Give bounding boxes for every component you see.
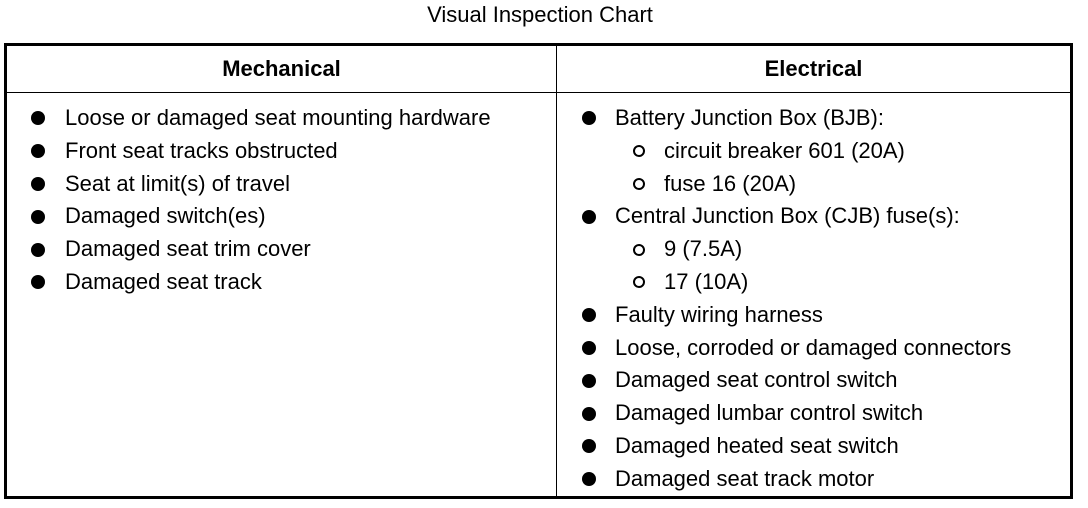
list-item: Central Junction Box (CJB) fuse(s): (557, 200, 1070, 233)
electrical-header: Electrical (557, 46, 1070, 93)
item-text: Seat at limit(s) of travel (65, 170, 290, 196)
item-text: Damaged switch(es) (65, 203, 266, 229)
filled-circle-bullet-icon (582, 406, 596, 421)
item-text: 9 (7.5A) (664, 236, 743, 262)
item-text: Central Junction Box (CJB) fuse(s): (615, 203, 960, 229)
list-item: Loose, corroded or damaged connectors (557, 332, 1070, 365)
item-text: Damaged seat track motor (615, 465, 875, 491)
hollow-circle-bullet-icon (633, 145, 645, 158)
item-text: Damaged seat track (65, 268, 262, 294)
item-text: Front seat tracks obstructed (65, 137, 338, 163)
filled-circle-bullet-icon (31, 144, 45, 159)
list-item: Damaged heated seat switch (557, 430, 1070, 463)
item-text: Loose, corroded or damaged connectors (615, 334, 1012, 360)
hollow-circle-bullet-icon (633, 177, 645, 190)
item-text: Damaged seat trim cover (65, 236, 311, 262)
mechanical-column: Mechanical Loose or damaged seat mountin… (7, 46, 557, 496)
hollow-circle-bullet-icon (633, 276, 645, 289)
sub-list-item: circuit breaker 601 (20A) (557, 135, 1070, 168)
list-item: Damaged seat trim cover (7, 233, 556, 266)
item-text: Faulty wiring harness (615, 301, 823, 327)
list-item: Damaged seat control switch (557, 364, 1070, 397)
item-text: Damaged seat control switch (615, 367, 898, 393)
list-item: Battery Junction Box (BJB): (557, 102, 1070, 135)
item-text: circuit breaker 601 (20A) (664, 137, 905, 163)
item-text: fuse 16 (20A) (664, 170, 797, 196)
list-item: Loose or damaged seat mounting hardware (7, 102, 556, 135)
item-text: Battery Junction Box (BJB): (615, 105, 884, 130)
inspection-table: Mechanical Loose or damaged seat mountin… (4, 43, 1073, 499)
electrical-list: Battery Junction Box (BJB): circuit break… (557, 102, 1070, 496)
filled-circle-bullet-icon (31, 111, 45, 126)
filled-circle-bullet-icon (582, 439, 596, 454)
filled-circle-bullet-icon (582, 308, 596, 323)
electrical-column: Electrical Battery Junction Box (BJB): ci… (557, 46, 1070, 496)
list-item: Damaged lumbar control switch (557, 397, 1070, 430)
filled-circle-bullet-icon (582, 472, 596, 487)
item-text: Loose or damaged seat mounting hardware (65, 105, 491, 130)
list-item: Faulty wiring harness (557, 299, 1070, 332)
filled-circle-bullet-icon (31, 176, 45, 191)
item-text: Damaged lumbar control switch (615, 400, 924, 426)
chart-title: Visual Inspection Chart (427, 2, 653, 27)
mechanical-header: Mechanical (7, 46, 556, 93)
filled-circle-bullet-icon (31, 242, 45, 257)
list-item: Damaged seat track (7, 266, 556, 299)
list-item: Front seat tracks obstructed (7, 135, 556, 168)
filled-circle-bullet-icon (582, 209, 596, 224)
filled-circle-bullet-icon (31, 275, 45, 290)
filled-circle-bullet-icon (582, 340, 596, 355)
filled-circle-bullet-icon (582, 111, 596, 126)
item-text: Damaged heated seat switch (615, 432, 899, 458)
sub-list-item: 9 (7.5A) (557, 233, 1070, 266)
filled-circle-bullet-icon (31, 209, 45, 224)
list-item: Damaged seat track motor (557, 463, 1070, 496)
item-text: 17 (10A) (664, 268, 749, 294)
hollow-circle-bullet-icon (633, 243, 645, 256)
sub-list-item: 17 (10A) (557, 266, 1070, 299)
list-item: Damaged switch(es) (7, 200, 556, 233)
filled-circle-bullet-icon (582, 373, 596, 388)
list-item: Seat at limit(s) of travel (7, 168, 556, 201)
sub-list-item: fuse 16 (20A) (557, 168, 1070, 201)
